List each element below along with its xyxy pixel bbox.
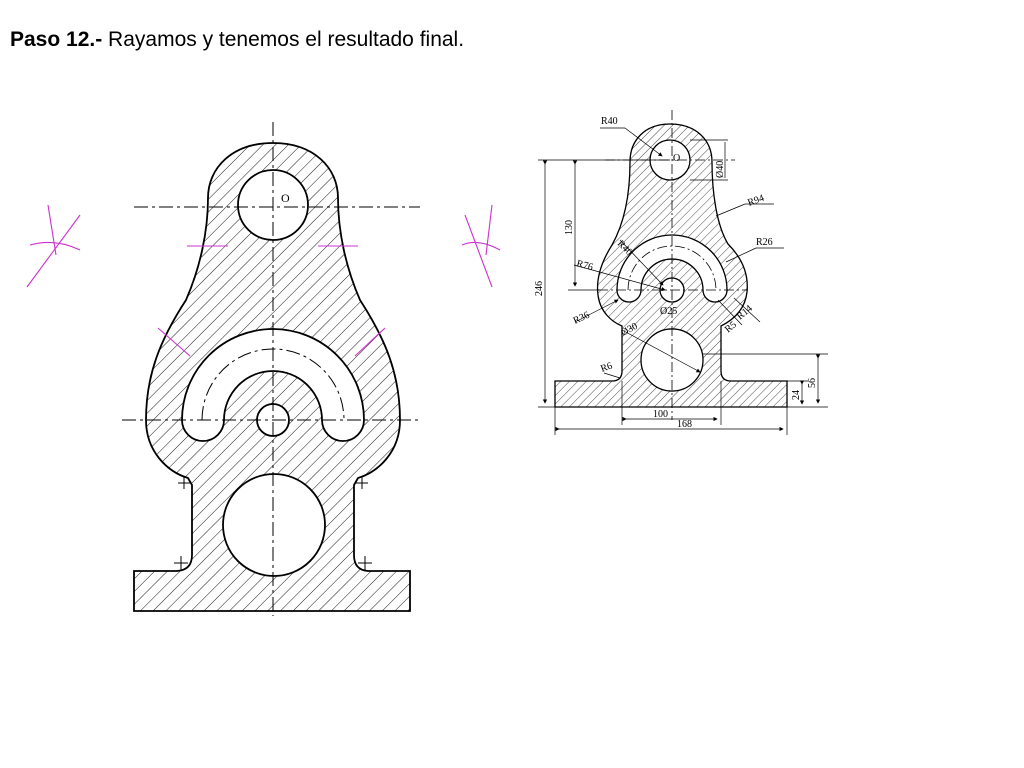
dim-r76: R76 [575, 258, 594, 273]
right-drawing: O [534, 110, 828, 435]
dim-r40-top: R40 [601, 116, 618, 127]
dim-100: 100 [653, 409, 668, 420]
left-center-mark: O [281, 191, 290, 205]
dim-168: 168 [677, 419, 692, 430]
dim-r36: R36 [572, 310, 592, 327]
dim-r94: R94 [746, 193, 765, 209]
step-label: Paso 12.- [10, 28, 103, 51]
slide-title: Paso 12.- Rayamos y tenemos el resultado… [10, 28, 464, 52]
dim-d40: Ø40 [715, 161, 726, 178]
step-description: Rayamos y tenemos el resultado final. [102, 28, 465, 51]
dim-d25: Ø25 [660, 306, 677, 317]
left-construction-marks [26, 204, 501, 357]
left-part-body [133, 142, 411, 612]
right-dimension-lines [538, 127, 828, 435]
dim-56: 56 [807, 378, 818, 388]
left-centerlines [122, 122, 420, 616]
dim-r6: R6 [599, 360, 614, 374]
left-fillet-ticks [174, 477, 372, 570]
dim-246: 246 [534, 281, 545, 296]
right-center-mark: O [673, 153, 680, 164]
dim-130: 130 [564, 220, 575, 235]
dim-24: 24 [791, 390, 802, 400]
left-drawing: O [26, 122, 501, 616]
dim-r26: R26 [756, 237, 773, 248]
